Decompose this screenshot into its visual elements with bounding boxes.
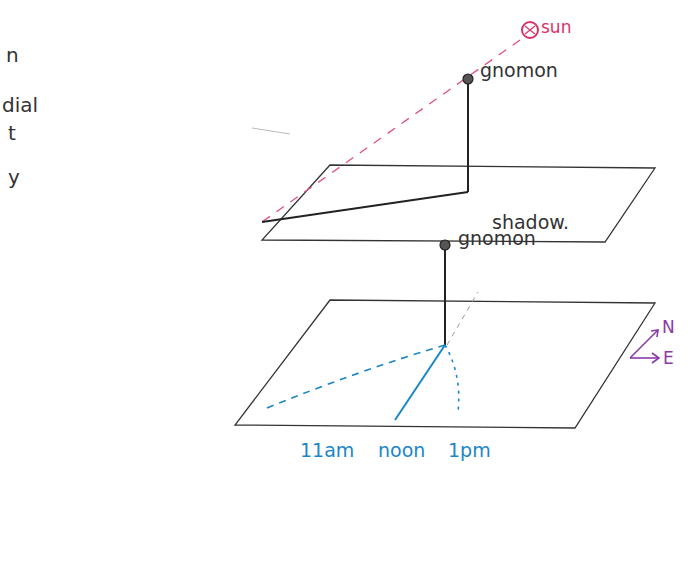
compass-letter: E <box>663 349 674 368</box>
arrow-head <box>651 330 658 337</box>
sun-symbol <box>522 22 538 38</box>
gnomon-tip <box>463 74 473 84</box>
time-label: 1pm <box>448 440 491 461</box>
shadow-line <box>262 192 468 222</box>
shadow-noon <box>395 345 445 420</box>
shadow-1pm <box>445 345 459 412</box>
compass-letter: N <box>662 318 675 337</box>
fragment-text: t <box>8 122 16 144</box>
fragment-text: dial <box>2 94 38 116</box>
gnomon-label: gnomon <box>458 228 536 249</box>
fragment-text: y <box>8 166 20 188</box>
gnomon-tip <box>440 240 450 250</box>
gnomon-label: gnomon <box>480 60 558 81</box>
gnomon-rod <box>444 246 446 345</box>
time-label: noon <box>378 440 425 461</box>
shadow-11am <box>262 345 445 410</box>
time-label: 11am <box>300 440 354 461</box>
arrow-head <box>652 353 659 363</box>
sun-label: sun <box>541 18 571 37</box>
stray-mark <box>252 128 290 134</box>
east-arrow <box>630 357 658 359</box>
gnomon-rod <box>467 80 469 192</box>
fragment-text: n <box>6 44 19 66</box>
construction-line <box>447 292 478 345</box>
sun-scribble <box>525 26 535 34</box>
